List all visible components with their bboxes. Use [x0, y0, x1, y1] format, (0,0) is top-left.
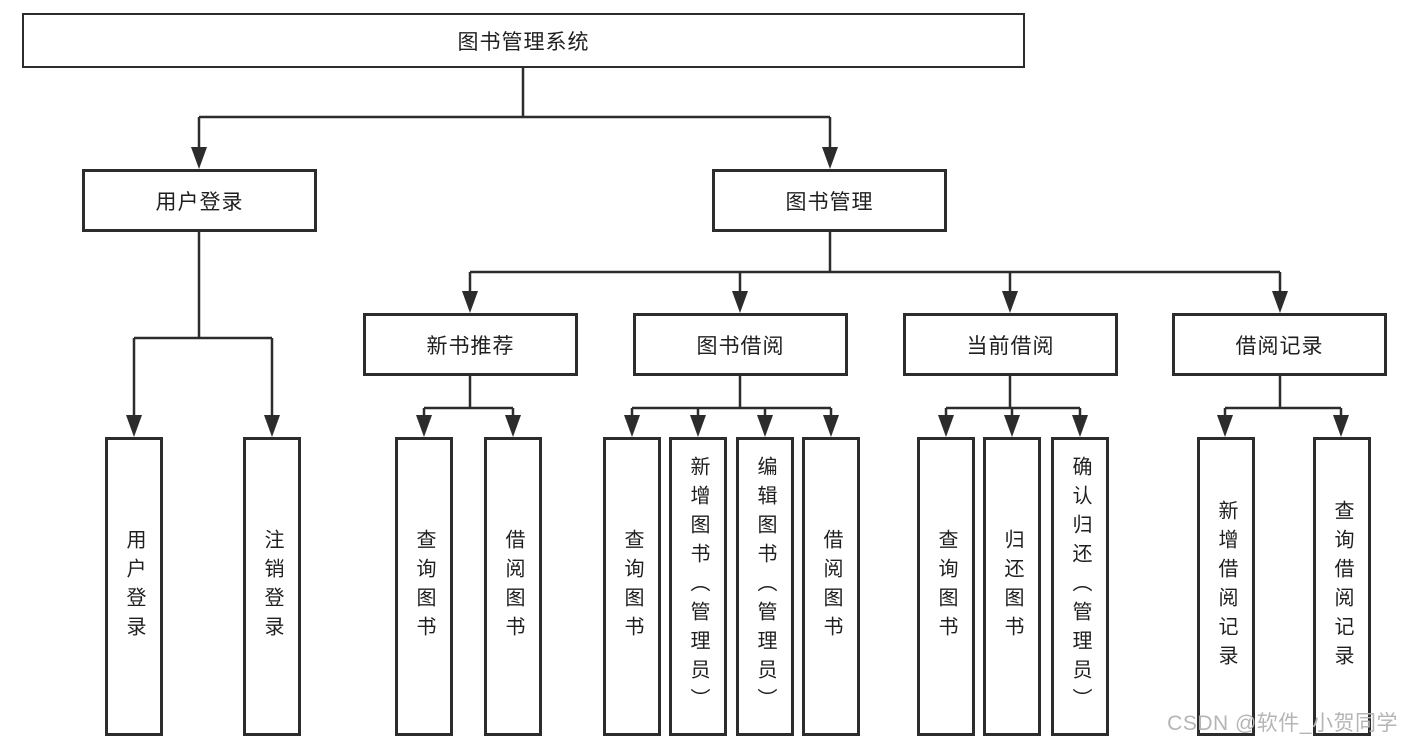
arrowhead-sec-1 [462, 291, 478, 313]
arrowhead-sec2-leaf-3 [757, 415, 773, 437]
leaf-add-borrow-record-label: 新增借阅记录 [1215, 499, 1237, 674]
leaf-edit-books-admin-label: 编辑图书（管理员） [754, 456, 776, 717]
leaf-logout-label: 注销登录 [261, 528, 283, 645]
node-book-mgmt: 图书管理 [712, 169, 947, 232]
leaf-edit-books-admin: 编辑图书（管理员） [736, 437, 794, 736]
node-new-book-recommend: 新书推荐 [363, 313, 578, 376]
leaf-borrow-query-books-label: 查询图书 [621, 528, 643, 645]
leaf-user-login: 用户登录 [105, 437, 163, 736]
arrowhead-sec-4 [1272, 291, 1288, 313]
arrowhead-sec3-leaf-3 [1072, 415, 1088, 437]
leaf-add-borrow-record: 新增借阅记录 [1197, 437, 1255, 736]
leaf-current-query-books-label: 查询图书 [935, 528, 957, 645]
node-root: 图书管理系统 [22, 13, 1025, 68]
arrowhead-sec-2 [732, 291, 748, 313]
arrowhead-sec1-leaf-1 [416, 415, 432, 437]
leaf-confirm-return-admin: 确认归还（管理员） [1051, 437, 1109, 736]
node-root-label: 图书管理系统 [457, 30, 590, 54]
arrowhead-book-mgmt [822, 147, 838, 169]
leaf-query-borrow-record: 查询借阅记录 [1313, 437, 1371, 736]
node-book-mgmt-label: 图书管理 [785, 190, 874, 214]
leaf-borrow-query-books: 查询图书 [603, 437, 661, 736]
leaf-rec-query-books: 查询图书 [395, 437, 453, 736]
node-book-borrow: 图书借阅 [633, 313, 848, 376]
arrowhead-sec2-leaf-1 [624, 415, 640, 437]
node-book-borrow-label: 图书借阅 [696, 334, 785, 358]
leaf-return-books: 归还图书 [983, 437, 1041, 736]
leaf-user-login-label: 用户登录 [123, 528, 145, 645]
arrowhead-sec4-leaf-1 [1217, 415, 1233, 437]
leaf-return-books-label: 归还图书 [1001, 528, 1023, 645]
arrowhead-sec2-leaf-2 [690, 415, 706, 437]
leaf-add-books-admin: 新增图书（管理员） [669, 437, 727, 736]
arrowhead-user-leaf-2 [264, 415, 280, 437]
node-borrow-records-label: 借阅记录 [1235, 334, 1324, 358]
node-new-book-recommend-label: 新书推荐 [426, 334, 515, 358]
arrowhead-sec3-leaf-1 [938, 415, 954, 437]
node-current-borrow: 当前借阅 [903, 313, 1118, 376]
leaf-borrow-books: 借阅图书 [802, 437, 860, 736]
leaf-current-query-books: 查询图书 [917, 437, 975, 736]
arrowhead-user-leaf-1 [126, 415, 142, 437]
arrowhead-sec4-leaf-2 [1333, 415, 1349, 437]
leaf-borrow-books-label: 借阅图书 [820, 528, 842, 645]
leaf-confirm-return-admin-label: 确认归还（管理员） [1069, 456, 1091, 717]
node-user-login: 用户登录 [82, 169, 317, 232]
csdn-watermark: CSDN @软件_小贺同学 [1167, 712, 1398, 735]
arrowhead-sec2-leaf-4 [823, 415, 839, 437]
arrowhead-sec3-leaf-2 [1004, 415, 1020, 437]
leaf-rec-borrow-books: 借阅图书 [484, 437, 542, 736]
arrowhead-sec1-leaf-2 [505, 415, 521, 437]
leaf-rec-query-books-label: 查询图书 [413, 528, 435, 645]
leaf-query-borrow-record-label: 查询借阅记录 [1331, 499, 1353, 674]
node-borrow-records: 借阅记录 [1172, 313, 1387, 376]
leaf-logout: 注销登录 [243, 437, 301, 736]
arrowhead-sec-3 [1002, 291, 1018, 313]
leaf-rec-borrow-books-label: 借阅图书 [502, 528, 524, 645]
node-current-borrow-label: 当前借阅 [966, 334, 1055, 358]
node-user-login-label: 用户登录 [155, 190, 244, 214]
arrowhead-user-login [191, 147, 207, 169]
leaf-add-books-admin-label: 新增图书（管理员） [687, 456, 709, 717]
